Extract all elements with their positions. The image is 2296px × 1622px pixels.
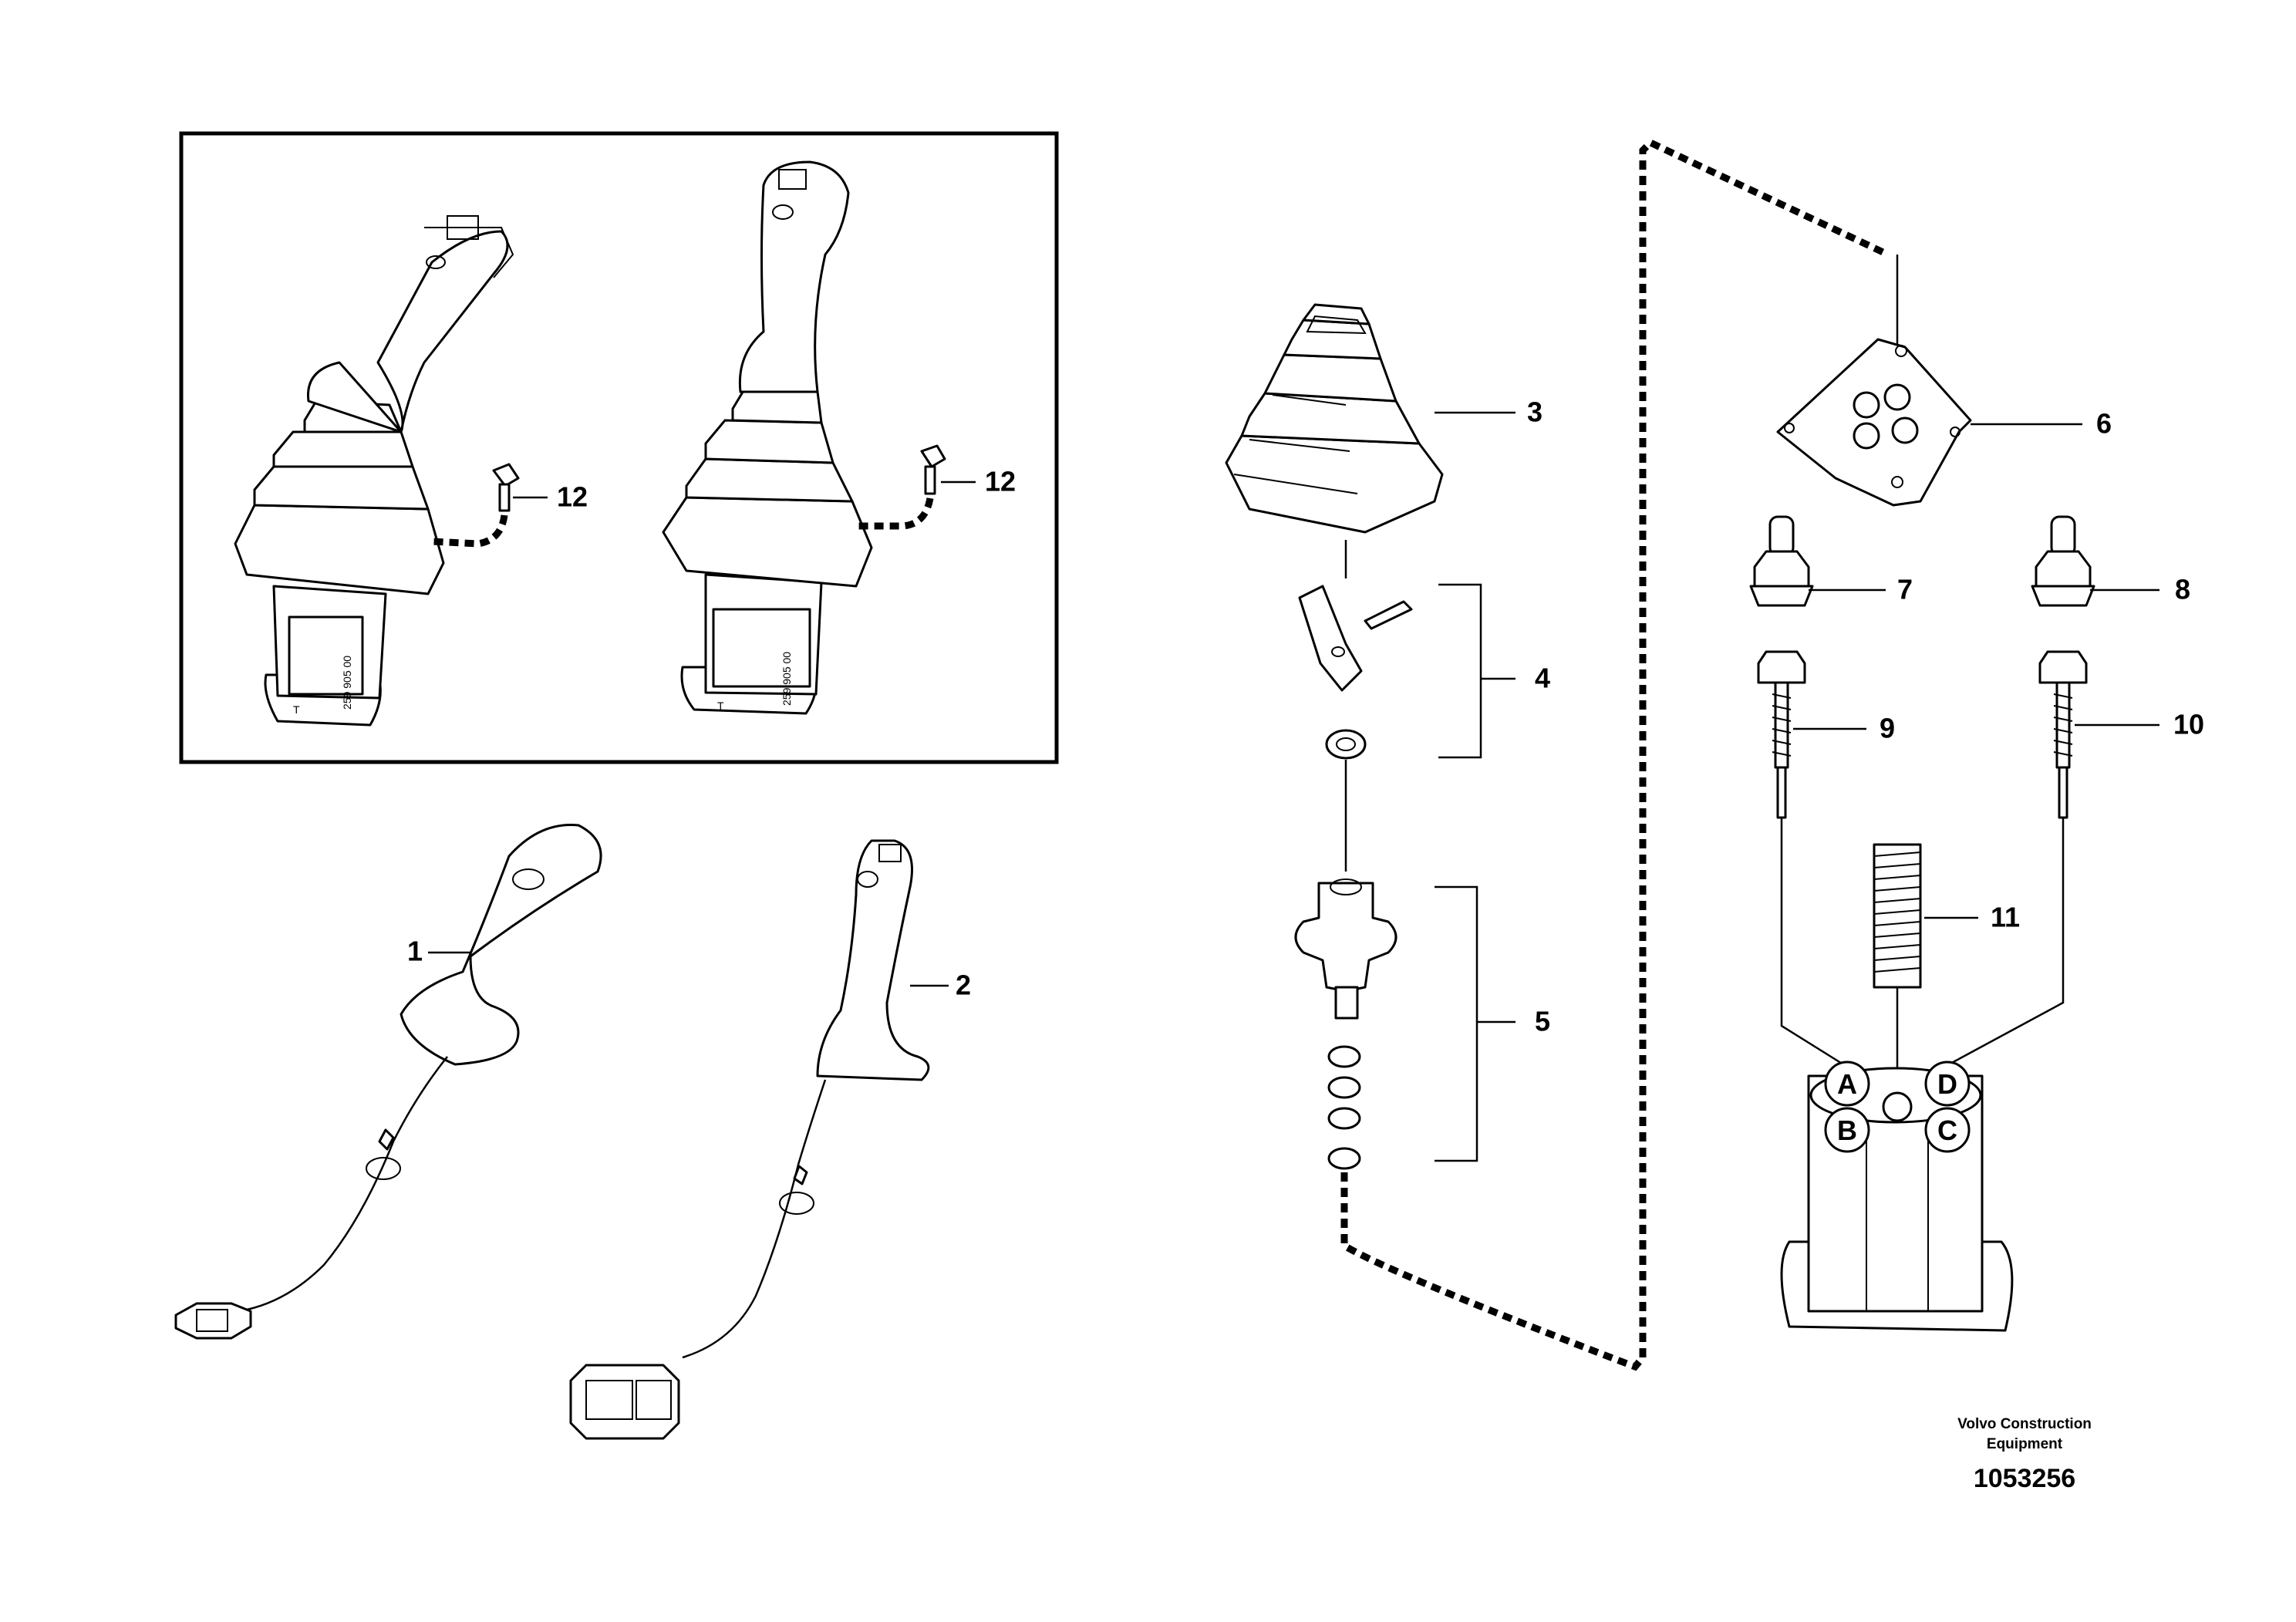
grip-item-2 xyxy=(569,839,930,1440)
stamp-letter-right: T xyxy=(717,700,724,712)
callout-5: 5 xyxy=(1535,1006,1550,1037)
callout-6: 6 xyxy=(2096,408,2112,440)
boot-item-3 xyxy=(1225,303,1444,578)
callout-10: 10 xyxy=(2173,709,2204,740)
pusher-item-8 xyxy=(2031,515,2095,607)
port-label-d: D xyxy=(1937,1068,1957,1100)
plate-item-6 xyxy=(1776,338,1972,507)
screw-12-right xyxy=(856,444,946,530)
assembled-joystick-left: 259 905 00 T xyxy=(234,215,514,727)
callout-9: 9 xyxy=(1880,713,1895,744)
leader-lines xyxy=(428,411,2159,987)
port-label-b: B xyxy=(1837,1114,1857,1146)
bracket-item-4 xyxy=(1438,583,1515,759)
callouts: 1 2 3 4 5 6 7 8 9 10 11 12 12 xyxy=(407,396,2204,1037)
stamp-code-right: 259 905 00 xyxy=(781,652,793,706)
callout-12-left: 12 xyxy=(557,481,588,513)
callout-12-right: 12 xyxy=(985,466,1016,497)
plunger-item-5 xyxy=(1294,878,1646,1371)
grip-item-1 xyxy=(174,824,602,1340)
callout-1: 1 xyxy=(407,936,423,967)
footer-company-line1: Volvo Construction xyxy=(1957,1416,2092,1432)
port-label-c: C xyxy=(1937,1114,1957,1146)
guide-item-10 xyxy=(1920,650,2088,1081)
guide-item-9 xyxy=(1757,650,1844,1066)
callout-8: 8 xyxy=(2175,574,2190,605)
assembly-inset: 259 905 00 T 259 905 00 T xyxy=(179,131,1059,764)
callout-11: 11 xyxy=(1991,902,2020,933)
screw-12-left xyxy=(431,463,520,548)
callout-2: 2 xyxy=(956,969,971,1001)
callout-7: 7 xyxy=(1897,574,1913,605)
drawing-number: 1053256 xyxy=(1974,1464,2075,1493)
bracket-item-5 xyxy=(1435,885,1515,1162)
callout-4: 4 xyxy=(1535,663,1550,694)
footer: Volvo Construction Equipment 1053256 xyxy=(1957,1416,2092,1493)
valve-housing: A B C D xyxy=(1780,1061,2014,1332)
spring-item-11 xyxy=(1873,843,1922,1080)
pusher-item-7 xyxy=(1749,515,1814,607)
stamp-letter-left: T xyxy=(293,703,300,716)
footer-company-line2: Equipment xyxy=(1987,1436,2063,1452)
lever-item-4 xyxy=(1298,585,1413,872)
stamp-code-left: 259 905 00 xyxy=(341,656,353,710)
callout-3: 3 xyxy=(1527,396,1542,428)
assembled-joystick-right: 259 905 00 T xyxy=(662,160,873,715)
port-label-a: A xyxy=(1837,1068,1857,1100)
